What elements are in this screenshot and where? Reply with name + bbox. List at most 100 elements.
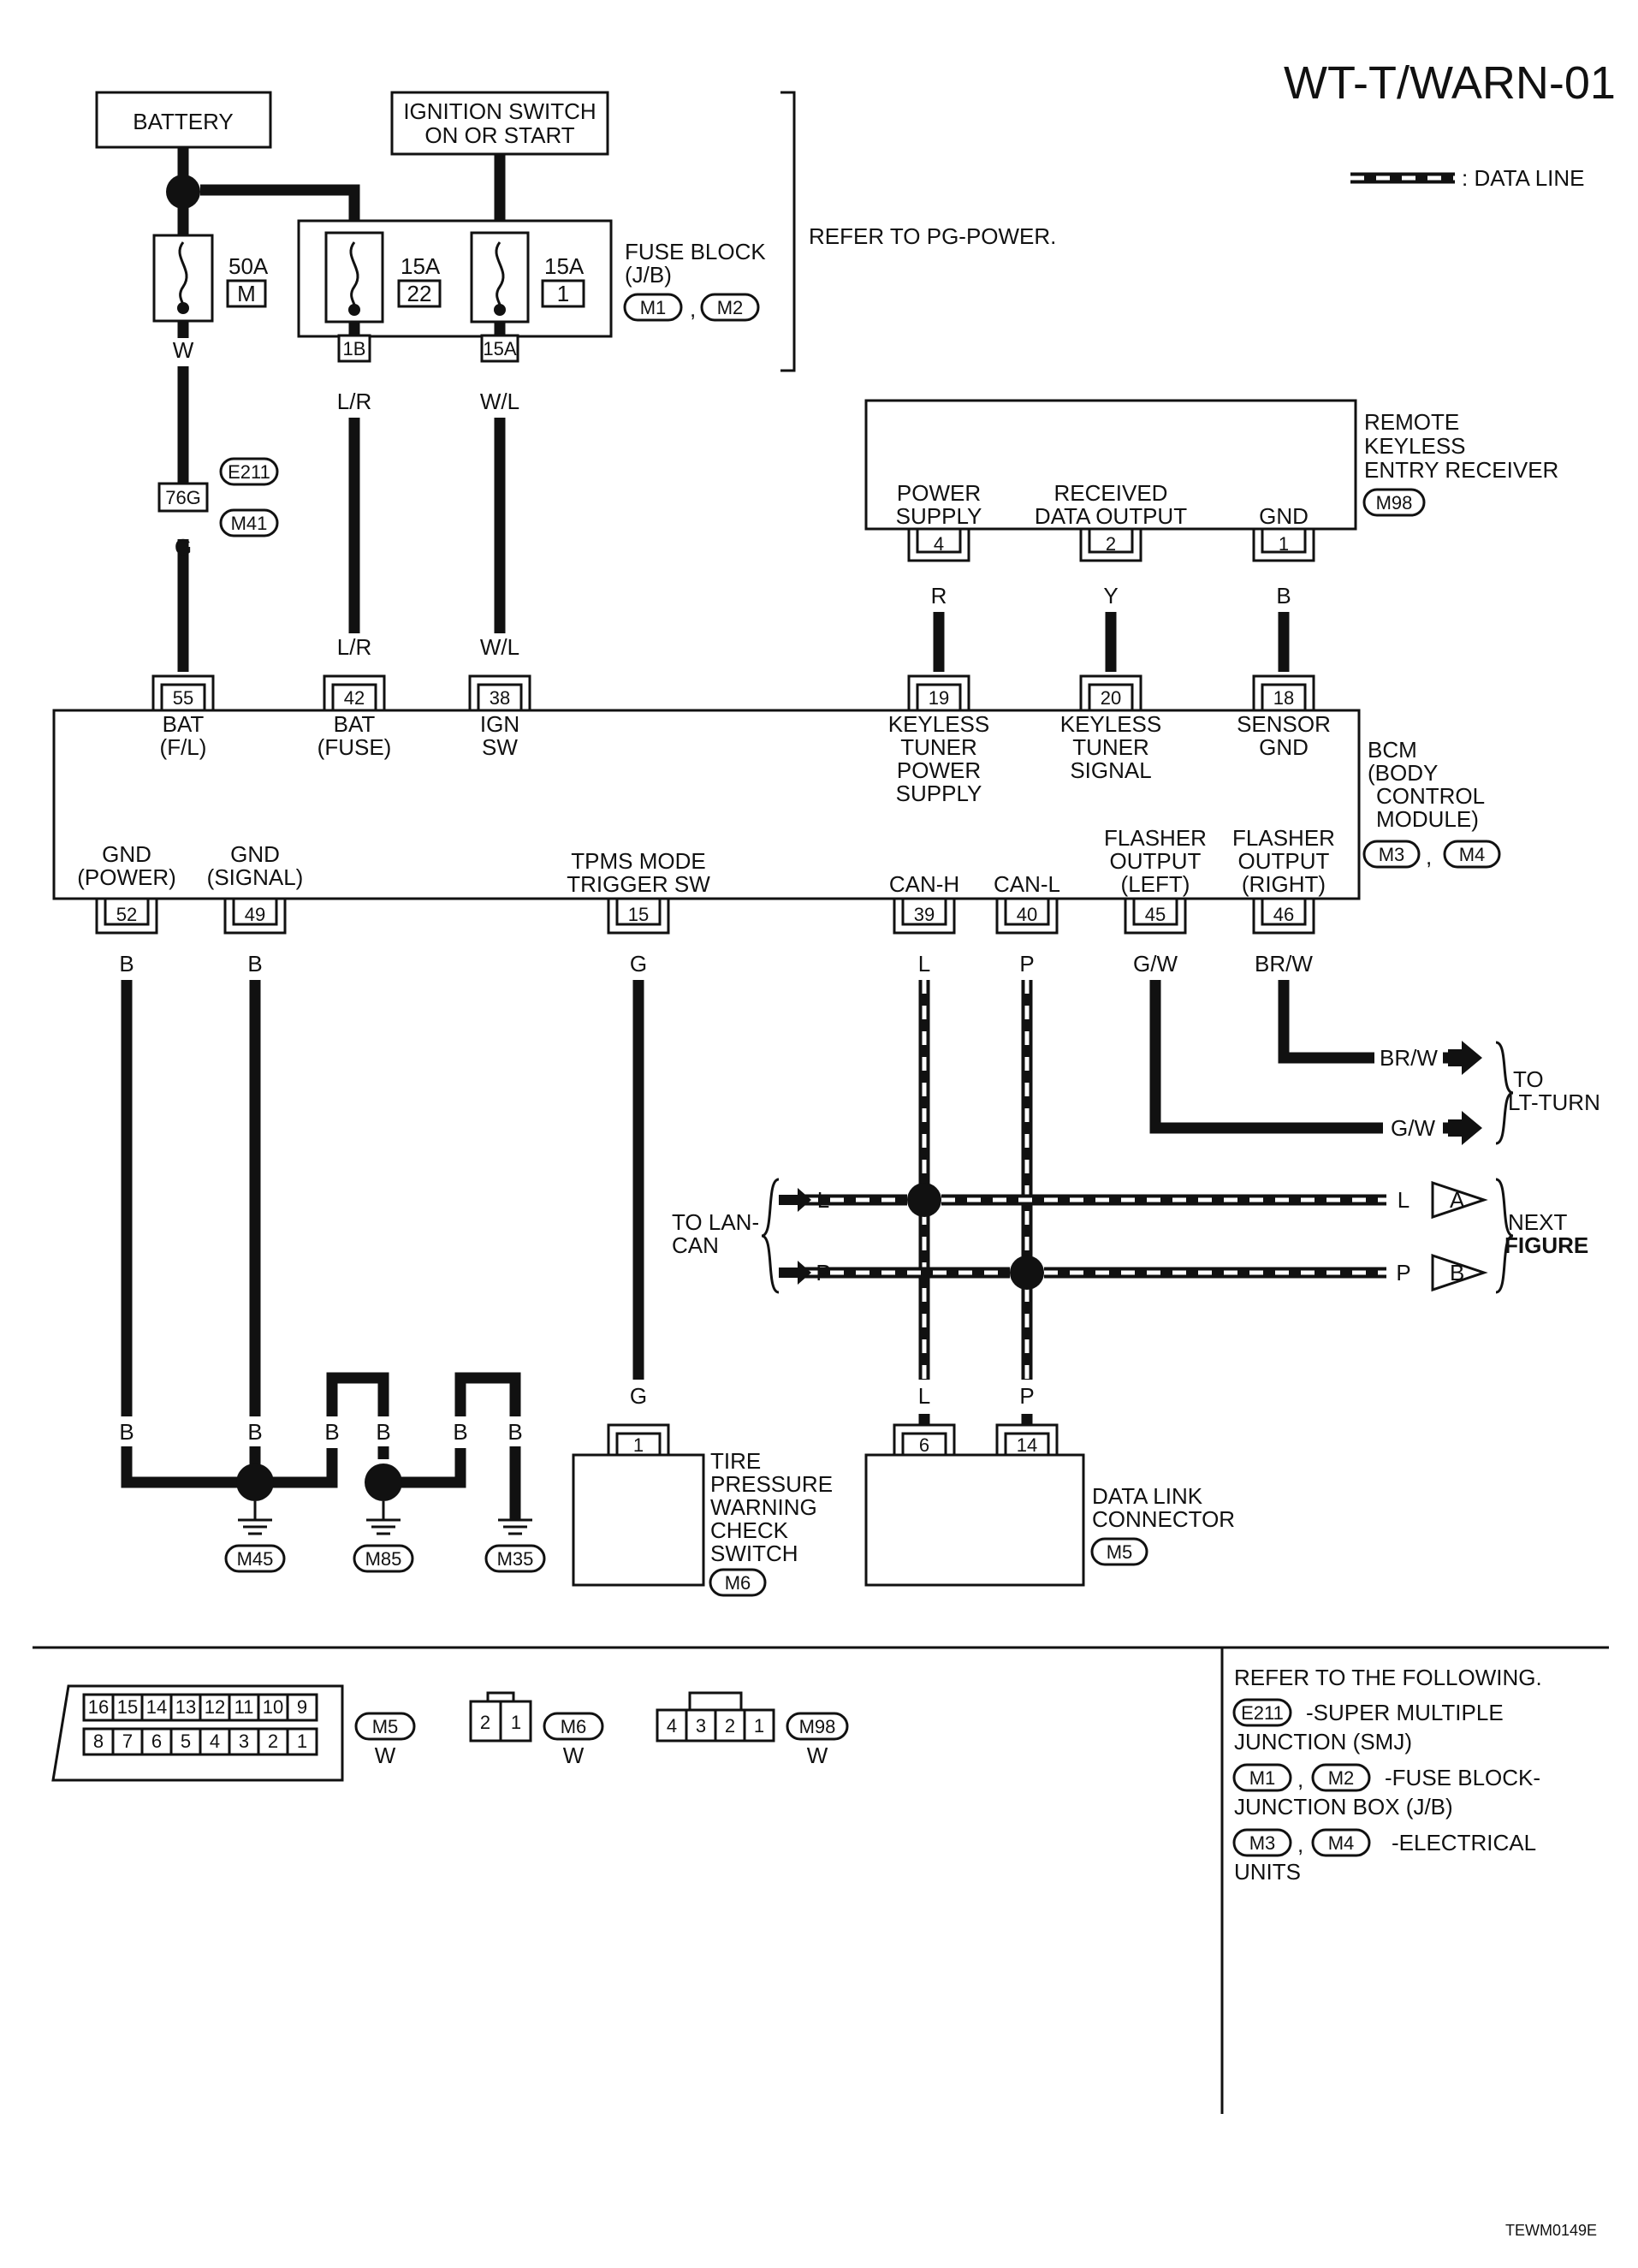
- ignition-label-1: IGNITION SWITCH: [403, 98, 596, 124]
- wire-b-gnd-2: B: [247, 1419, 262, 1445]
- fuse-block-jb: (J/B): [625, 262, 672, 288]
- next-figure-brace: [1495, 1178, 1514, 1294]
- data-line-legend: : DATA LINE: [1350, 165, 1585, 191]
- wire-color-w: W: [173, 337, 194, 363]
- data-line-legend-label: : DATA LINE: [1462, 165, 1585, 191]
- data-link-connector: [864, 1453, 1085, 1587]
- m5-pin-cell: [257, 1693, 289, 1722]
- bcm-top-label: SW: [482, 734, 518, 760]
- m5-pin-13: 13: [175, 1696, 196, 1718]
- m98-name: M98: [799, 1716, 836, 1737]
- m5-color: W: [375, 1743, 396, 1768]
- m98-pin-2: 2: [725, 1715, 735, 1737]
- marker-a-label: A: [1450, 1187, 1465, 1213]
- m5-pin-5: 5: [181, 1731, 191, 1752]
- bcm-bottom-label: TPMS MODE: [571, 848, 705, 874]
- bcm-title-3: CONTROL: [1376, 783, 1485, 809]
- bcm-conn-m4: M4: [1459, 844, 1486, 865]
- m5-pin-cell: [82, 1727, 115, 1756]
- bcm-top-label: TUNER: [1072, 734, 1149, 760]
- fuse-50a-id: M: [237, 281, 256, 306]
- bcm-bottom-label: (RIGHT): [1242, 871, 1326, 897]
- m5-pin-14: 14: [146, 1696, 167, 1718]
- battery-label: BATTERY: [133, 109, 234, 134]
- tire-switch-conn-m6: M6: [725, 1572, 751, 1594]
- m5-pin-15: 15: [117, 1696, 138, 1718]
- can-l-splice: [1010, 1256, 1044, 1290]
- dlc-title-1: DATA LINK: [1092, 1483, 1203, 1509]
- bcm-pin-40: 40: [1017, 904, 1037, 925]
- m5-pin-10: 10: [263, 1696, 283, 1718]
- tire-switch-title: WARNING: [710, 1494, 817, 1520]
- m5-pin-3: 3: [239, 1731, 249, 1752]
- m5-pin-9: 9: [297, 1696, 307, 1718]
- wire-p-dlc: P: [1019, 1383, 1034, 1409]
- bcm-pin-19: 19: [929, 687, 949, 709]
- bcm-title-1: BCM: [1368, 737, 1417, 763]
- receiver-pin-power-1: POWER: [897, 480, 981, 506]
- wire-g-switch: G: [630, 1383, 647, 1409]
- fuse-block-title: FUSE BLOCK: [625, 239, 766, 264]
- wire-g-joint: G: [175, 534, 192, 560]
- wire-b-gnd-1: B: [119, 1419, 134, 1445]
- m6-name: M6: [561, 1716, 587, 1737]
- to-lan-arrow-l: [779, 1188, 811, 1212]
- receiver-pin-data-2: DATA OUTPUT: [1035, 503, 1187, 529]
- m5-pin-cell: [286, 1727, 318, 1756]
- refer-pg-power: REFER TO PG-POWER.: [809, 223, 1056, 249]
- receiver-pin-gnd: GND: [1259, 503, 1309, 529]
- refer-conn-m1: M1: [1249, 1767, 1276, 1789]
- comma-1: ,: [690, 296, 696, 322]
- refer-conn-m2: M2: [1328, 1767, 1355, 1789]
- wire-wl-bottom: W/L: [480, 634, 519, 660]
- wire-b-recv: B: [1276, 583, 1291, 609]
- refer-conn-e211: E211: [1241, 1702, 1284, 1724]
- bcm-top-label: POWER: [897, 757, 981, 783]
- ground-splice-1: [236, 1464, 274, 1501]
- fuse-block-conn-m1-label: M1: [640, 297, 667, 318]
- wire-lr-bottom: L/R: [337, 634, 371, 660]
- fuse-1-id: 1: [557, 281, 569, 306]
- bcm-top-label: BAT: [163, 711, 205, 737]
- next-figure-label-2: FIGURE: [1504, 1232, 1588, 1258]
- bcm-pin-52: 52: [116, 904, 137, 925]
- marker-b-label: B: [1450, 1260, 1464, 1285]
- refer-conn-m4: M4: [1328, 1832, 1355, 1854]
- refer-text-jb-1: -FUSE BLOCK-: [1385, 1765, 1540, 1790]
- remote-keyless-receiver: [864, 399, 1357, 531]
- bcm-top-label: SUPPLY: [896, 781, 982, 806]
- m5-name: M5: [372, 1716, 399, 1737]
- bcm-top-label: KEYLESS: [888, 711, 990, 737]
- to-lan-label-1: TO LAN-: [672, 1209, 759, 1235]
- fuse-1-amp: 15A: [544, 253, 585, 279]
- bcm-top-labels: BAT (F/L) BAT (FUSE) IGN SW KEYLESS TUNE…: [160, 711, 1331, 806]
- footer-code: TEWM0149E: [1505, 2222, 1597, 2239]
- wire-r: R: [931, 583, 947, 609]
- m5-pin-cell: [286, 1693, 318, 1722]
- connector-view-m98: 4 3 2 1 M98 W: [656, 1691, 849, 1768]
- bcm-title-2: (BODY: [1368, 760, 1438, 786]
- refer-text-eu-1: -ELECTRICAL: [1392, 1830, 1536, 1855]
- ground-splice-2: [365, 1464, 402, 1501]
- m6-color: W: [563, 1743, 585, 1768]
- wire-wl-top: W/L: [480, 389, 519, 414]
- fuse-term-1b: 1B: [343, 338, 366, 359]
- bcm-pin-20: 20: [1101, 687, 1121, 709]
- m5-pin-1: 1: [297, 1731, 307, 1752]
- bcm-bottom-label: GND: [102, 841, 151, 867]
- m5-pin-cell: [111, 1693, 144, 1722]
- to-lt-turn-arrow-gw: [1448, 1111, 1482, 1145]
- ground-symbols: [238, 1501, 532, 1535]
- bcm-pin-38: 38: [490, 687, 510, 709]
- tire-switch-pin: 1: [633, 1434, 644, 1456]
- to-lan-label-2: CAN: [672, 1232, 719, 1258]
- receiver-pin-1: 1: [1279, 533, 1289, 555]
- wire-p-next: P: [1396, 1260, 1410, 1285]
- dlc-pin-14: 14: [1017, 1434, 1037, 1456]
- m98-pin-4: 4: [667, 1715, 677, 1737]
- bcm-bottom-terminals: 52 49 15 39 40 45 46: [95, 899, 1315, 935]
